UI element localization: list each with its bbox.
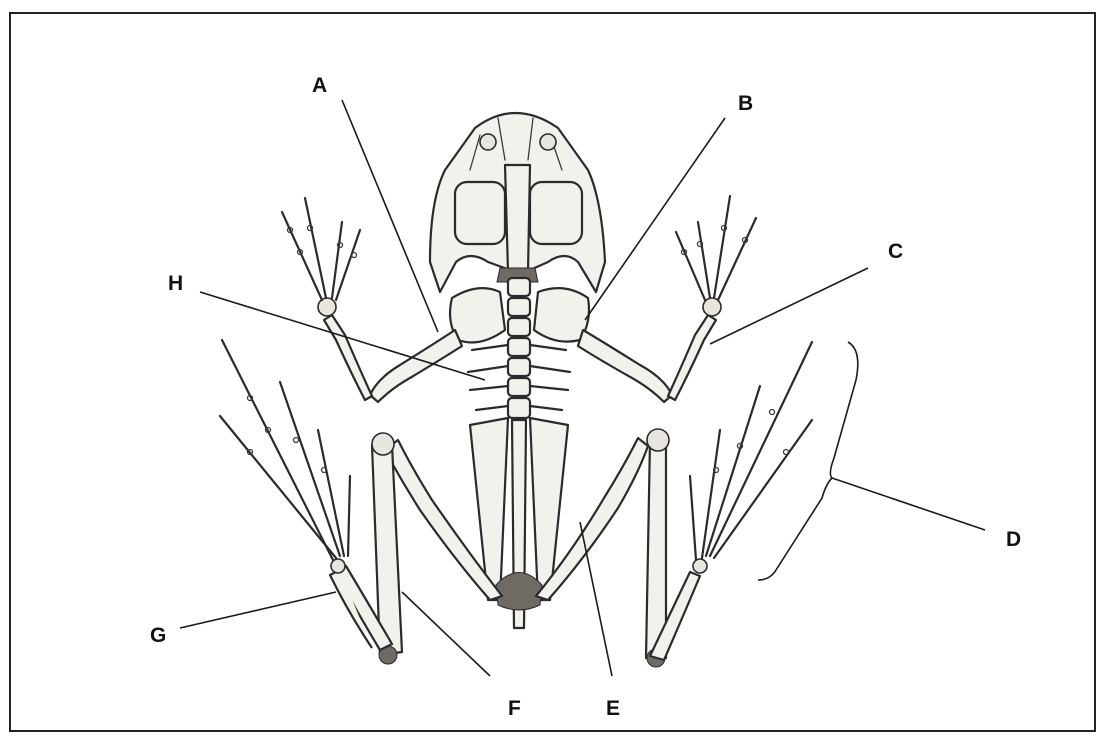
label-g: G	[150, 624, 166, 647]
label-d: D	[1006, 528, 1021, 551]
label-b: B	[738, 92, 753, 115]
label-c: C	[888, 240, 903, 263]
diagram-frame	[10, 13, 1095, 731]
label-a: A	[312, 74, 327, 97]
label-f: F	[508, 697, 521, 720]
label-h: H	[168, 272, 183, 295]
label-e: E	[606, 697, 620, 720]
